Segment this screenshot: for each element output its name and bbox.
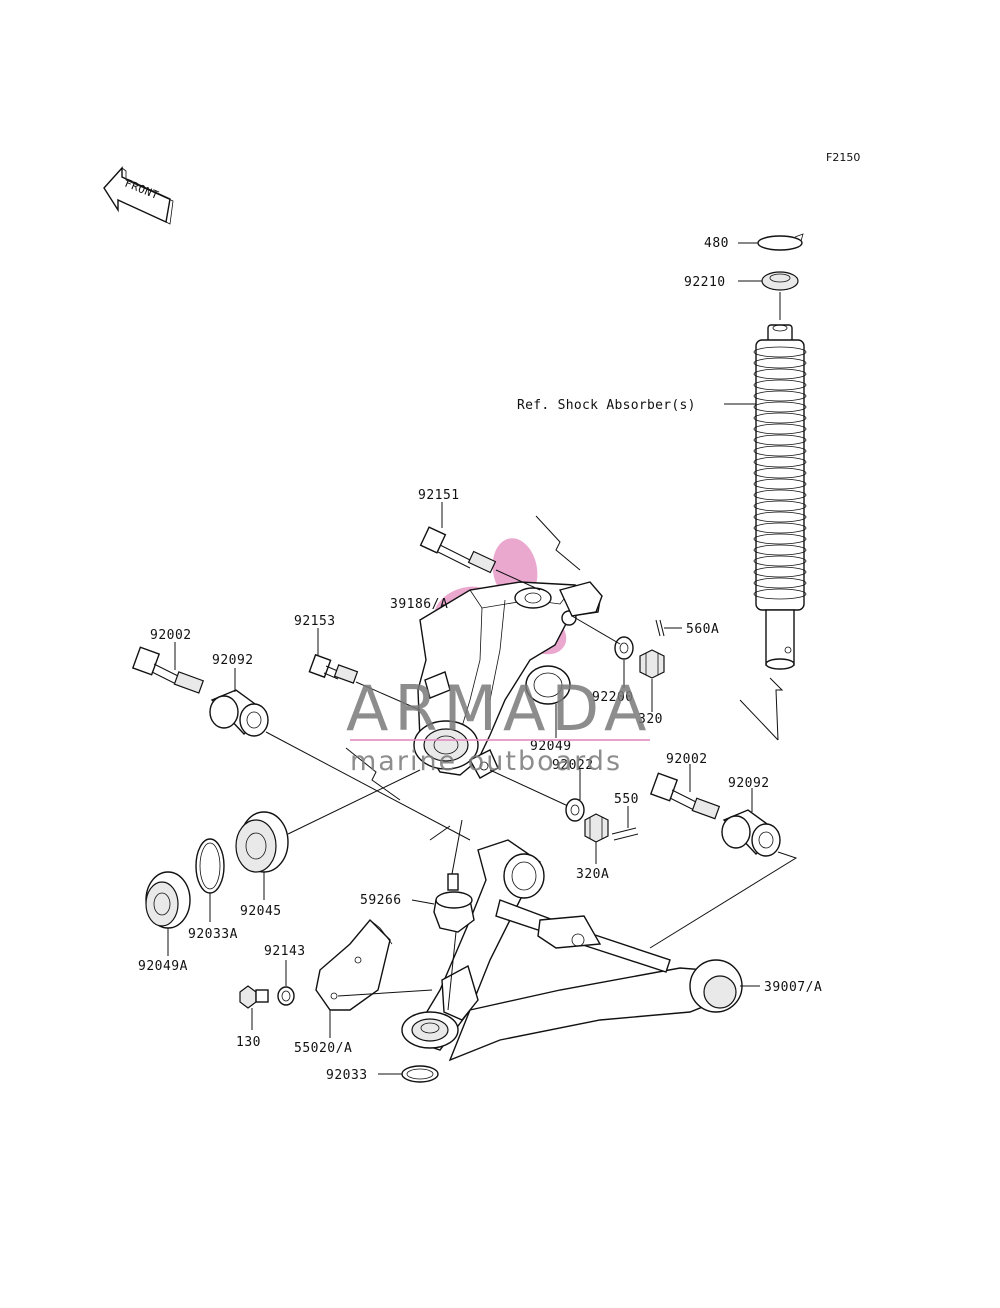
ball-joint-59266 — [433, 819, 475, 1011]
steering-knuckle — [413, 581, 603, 779]
spring-coil — [753, 489, 807, 501]
spring-coil — [753, 390, 807, 402]
bushing-92092-right — [721, 809, 781, 857]
label-55020A: 55020/A — [294, 1041, 352, 1056]
spring-coil — [753, 379, 807, 391]
spring-coil — [753, 445, 807, 457]
washer-92200 — [614, 636, 634, 688]
nut-92143 — [277, 960, 295, 1006]
bolt-130 — [239, 985, 269, 1030]
lower-a-arm — [401, 839, 743, 1062]
bolt-92153 — [308, 653, 421, 711]
spring-coil — [753, 522, 807, 534]
label-130: 130 — [236, 1035, 261, 1050]
watermark-tagline: marine outboards — [350, 746, 622, 777]
snap-ring-92033 — [378, 1065, 439, 1083]
spring-coil — [753, 588, 807, 600]
spring-coil — [753, 346, 807, 358]
spring-coil — [753, 544, 807, 556]
label-92153: 92153 — [294, 614, 336, 629]
label-ref-shock-absorber: Ref. Shock Absorber(s) — [517, 398, 696, 413]
spring-coil — [753, 368, 807, 380]
label-92092-left: 92092 — [212, 653, 254, 668]
spring-coil — [753, 423, 807, 435]
cotter-pin-560A — [655, 619, 682, 637]
castle-nut-320 — [639, 649, 665, 712]
label-92002-left: 92002 — [150, 628, 192, 643]
spring-coil — [753, 555, 807, 567]
shock-absorber — [739, 233, 807, 741]
label-39007A: 39007/A — [764, 980, 822, 995]
label-480: 480 — [704, 236, 729, 251]
watermark-brand: ARMADA — [346, 672, 652, 745]
label-92143: 92143 — [264, 944, 306, 959]
label-92022: 92022 — [552, 758, 594, 773]
spring-coil — [753, 357, 807, 369]
bearing-92045 — [235, 811, 289, 900]
label-92033: 92033 — [326, 1068, 368, 1083]
figure-code: F2150 — [826, 151, 860, 164]
label-92210: 92210 — [684, 275, 726, 290]
spring-coil — [753, 467, 807, 479]
label-92049A: 92049A — [138, 959, 188, 974]
label-560A: 560A — [686, 622, 719, 637]
bolt-92002-right — [649, 772, 721, 820]
label-92002-right: 92002 — [666, 752, 708, 767]
spring-coil — [753, 511, 807, 523]
front-arrow-icon: FRONT — [103, 166, 174, 225]
bolt-92151 — [419, 526, 541, 591]
spring-coil — [753, 434, 807, 446]
guard-55020A — [315, 918, 433, 1038]
label-320A: 320A — [576, 867, 609, 882]
label-92200: 92200 — [592, 690, 634, 705]
label-320: 320 — [638, 712, 663, 727]
spring-coil — [753, 500, 807, 512]
label-39186A: 39186/A — [390, 597, 448, 612]
spring-coil — [753, 412, 807, 424]
label-550: 550 — [614, 792, 639, 807]
spring-coil — [753, 456, 807, 468]
spring-coil — [753, 401, 807, 413]
label-92092-right: 92092 — [728, 776, 770, 791]
spring-coil — [753, 566, 807, 578]
oil-seal-92049A — [145, 871, 191, 956]
washer-92022 — [565, 769, 585, 822]
label-92049: 92049 — [530, 739, 572, 754]
bushing-92092-left — [209, 689, 269, 737]
label-92151: 92151 — [418, 488, 460, 503]
label-59266: 59266 — [360, 893, 402, 908]
spring-coil — [753, 577, 807, 589]
spring-coil — [753, 478, 807, 490]
cotter-pin-550 — [611, 806, 639, 841]
spring-coil — [753, 533, 807, 545]
castle-nut-320A — [584, 813, 609, 864]
snap-ring-92033A — [195, 838, 225, 922]
label-92033A: 92033A — [188, 927, 238, 942]
bolt-92002-left — [131, 646, 205, 694]
label-92045: 92045 — [240, 904, 282, 919]
